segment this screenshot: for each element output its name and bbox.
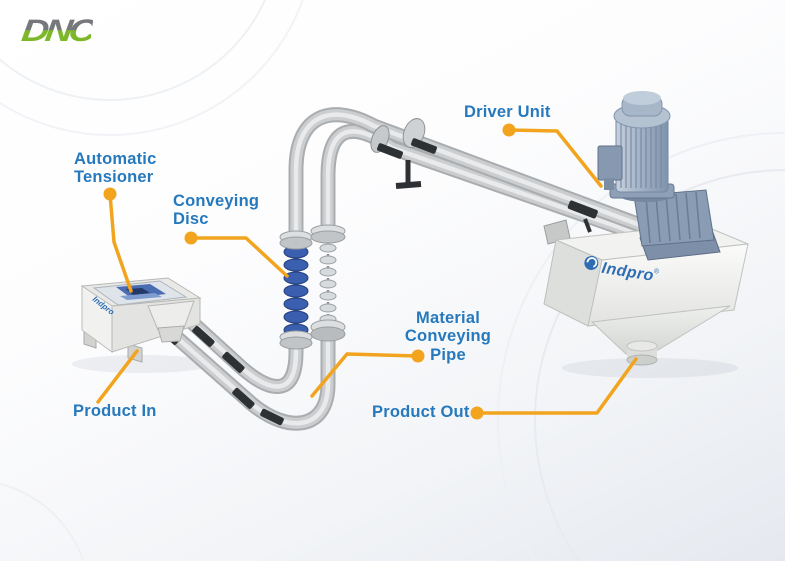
inlet-hopper (147, 300, 195, 331)
pipe-couplings-top (370, 118, 598, 233)
pipe-clamp (377, 143, 403, 159)
leader-material-conveying-pipe (310, 352, 420, 398)
label-conveying-disc: Conveying Disc (173, 192, 259, 229)
label-driver-unit: Driver Unit (464, 103, 551, 121)
label-product-out: Product Out (372, 403, 470, 421)
leader-product-in (96, 349, 139, 404)
driver-unit-assembly: Indpro ® (543, 91, 749, 366)
gearbox (633, 189, 721, 261)
motor-junction-box (597, 145, 623, 181)
label-product-in: Product In (73, 402, 157, 420)
label-line: Product In (73, 402, 157, 420)
pipe-flange (279, 230, 313, 350)
registered-mark: ® (653, 267, 660, 276)
conveying-disc-blue (283, 245, 309, 337)
pipe-clamp (567, 200, 598, 219)
leader-automatic-tensioner (108, 192, 133, 293)
leader-dots (103, 123, 516, 420)
outlet-spout (626, 340, 658, 366)
pipe-flange (310, 224, 346, 342)
label-material-conveying-pipe: Material Conveying Pipe (402, 309, 494, 364)
shadow-left (72, 355, 212, 373)
label-line: Automatic (74, 150, 157, 168)
label-line: Tensioner (74, 168, 154, 187)
leader-conveying-disc (189, 236, 289, 278)
label-line: Material (416, 309, 480, 327)
pipe-support-stand (395, 160, 422, 189)
left-riser-cutaway (279, 230, 313, 350)
leader-driver-unit (507, 128, 603, 188)
inlet-chute (157, 325, 185, 343)
label-line: Product Out (372, 403, 470, 421)
leader-lines (96, 128, 638, 415)
label-line: Driver Unit (464, 103, 551, 121)
right-riser-cutaway (310, 224, 346, 342)
leader-dot-product-out (470, 406, 484, 420)
conveying-disc-metal (319, 243, 337, 324)
motor (597, 91, 675, 202)
leader-dot-conveying-disc (184, 231, 198, 245)
label-automatic-tensioner: Automatic Tensioner (74, 150, 156, 187)
leader-product-out (475, 357, 638, 415)
leader-dot-material-conveying-pipe (411, 349, 425, 363)
discharge-hopper (590, 305, 731, 355)
label-line: Pipe (430, 345, 466, 364)
pipe-clamp (411, 138, 437, 154)
label-line: Conveying (404, 327, 492, 346)
conveying-pipe-outer (166, 107, 648, 394)
dnc-logo: DNC (19, 14, 95, 49)
leader-dot-driver-unit (502, 123, 516, 137)
label-line: Conveying (173, 192, 260, 210)
shadow-right (562, 358, 738, 378)
label-line: Disc (173, 210, 209, 229)
leader-dot-automatic-tensioner (103, 187, 117, 201)
tensioner-mechanism-rail (120, 293, 162, 300)
tensioner-unit: Indpro (80, 277, 202, 363)
